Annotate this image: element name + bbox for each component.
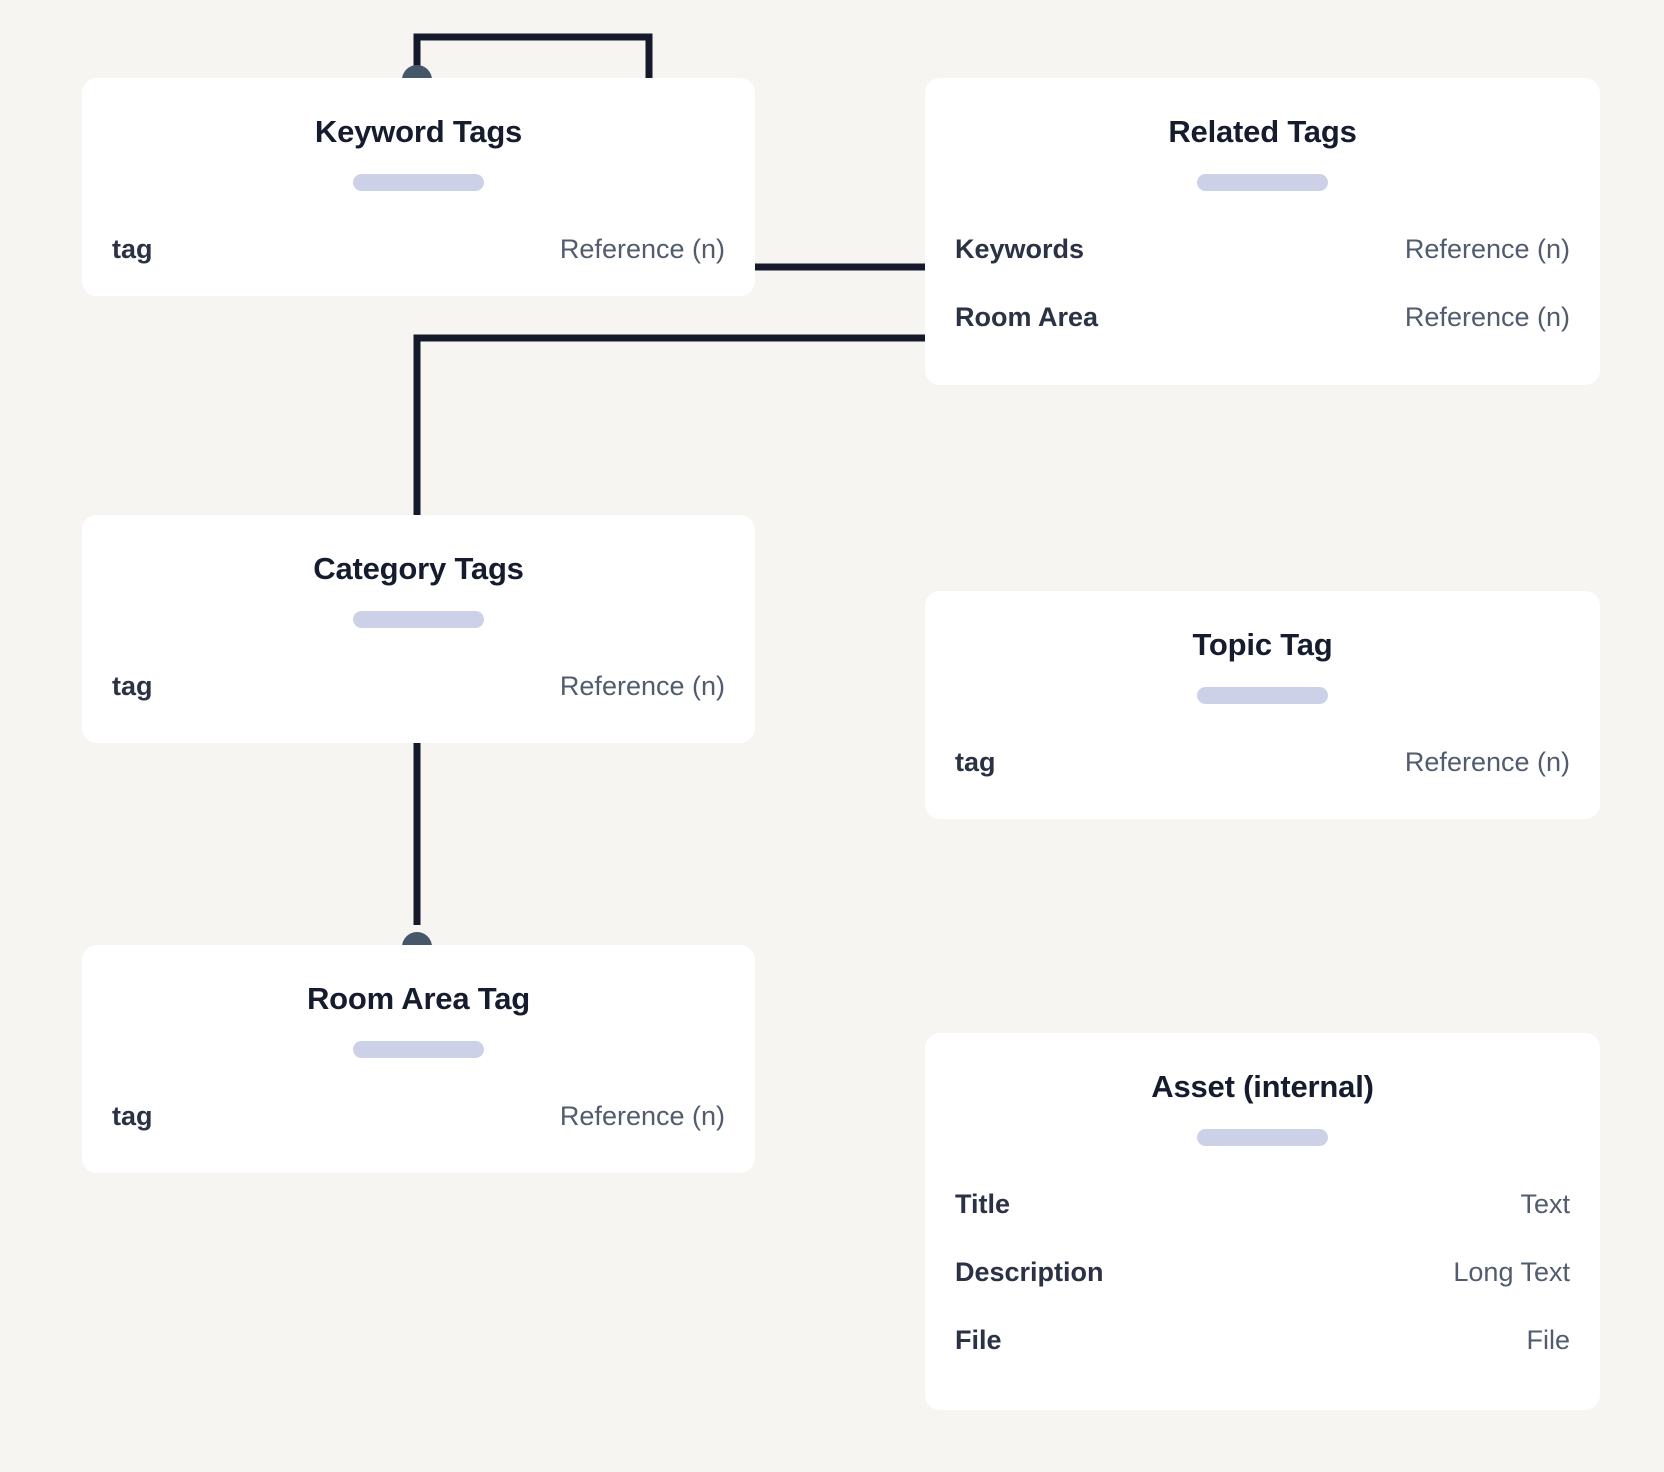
card-pill-badge [1197, 687, 1328, 704]
field-name: File [955, 1325, 1002, 1355]
field-name: Description [955, 1257, 1104, 1287]
edge-related-roomarea-to-category [413, 334, 925, 515]
card-title: Keyword Tags [314, 114, 523, 149]
field-name: tag [112, 234, 153, 264]
field-row[interactable]: tag Reference (n) [112, 673, 725, 700]
field-name: Room Area [955, 302, 1099, 332]
field-name: tag [112, 671, 153, 701]
field-row[interactable]: File File [955, 1327, 1570, 1354]
field-row[interactable]: Room Area Reference (n) [955, 304, 1570, 331]
field-list: tag Reference (n) [82, 673, 755, 700]
field-row[interactable]: tag Reference (n) [112, 1103, 725, 1130]
entity-card-room-area-tag[interactable]: Room Area Tag tag Reference (n) [82, 945, 755, 1173]
entity-card-topic-tag[interactable]: Topic Tag tag Reference (n) [925, 591, 1600, 819]
field-list: Keywords Reference (n) Room Area Referen… [925, 236, 1600, 331]
field-row[interactable]: Keywords Reference (n) [955, 236, 1570, 263]
card-pill-badge [353, 611, 484, 628]
edge-keyword-self [413, 33, 653, 78]
entity-card-keyword-tags[interactable]: Keyword Tags tag Reference (n) [82, 78, 755, 296]
field-type: File [1526, 1325, 1570, 1355]
card-pill-badge [353, 1041, 484, 1058]
field-type: Reference (n) [1404, 234, 1570, 264]
field-name: tag [112, 1101, 153, 1131]
field-list: tag Reference (n) [925, 749, 1600, 776]
field-type: Long Text [1453, 1257, 1570, 1287]
field-type: Reference (n) [1404, 747, 1570, 777]
card-title: Related Tags [1168, 114, 1357, 149]
card-pill-badge [353, 174, 484, 191]
field-row[interactable]: Title Text [955, 1191, 1570, 1218]
field-row[interactable]: Description Long Text [955, 1259, 1570, 1286]
field-name: tag [955, 747, 996, 777]
card-title: Room Area Tag [306, 981, 531, 1016]
field-list: Title Text Description Long Text File Fi… [925, 1191, 1600, 1354]
field-name: Title [955, 1189, 1011, 1219]
card-title: Asset (internal) [1151, 1069, 1374, 1104]
field-list: tag Reference (n) [82, 236, 755, 263]
field-type: Text [1520, 1189, 1570, 1219]
field-row[interactable]: tag Reference (n) [112, 236, 725, 263]
entity-card-related-tags[interactable]: Related Tags Keywords Reference (n) Room… [925, 78, 1600, 385]
field-type: Reference (n) [559, 234, 725, 264]
field-type: Reference (n) [559, 1101, 725, 1131]
field-type: Reference (n) [1404, 302, 1570, 332]
entity-card-category-tags[interactable]: Category Tags tag Reference (n) [82, 515, 755, 743]
card-pill-badge [1197, 1129, 1328, 1146]
field-type: Reference (n) [559, 671, 725, 701]
entity-card-asset-internal[interactable]: Asset (internal) Title Text Description … [925, 1033, 1600, 1410]
card-title: Category Tags [313, 551, 524, 586]
field-list: tag Reference (n) [82, 1103, 755, 1130]
card-title: Topic Tag [1192, 627, 1333, 662]
card-pill-badge [1197, 174, 1328, 191]
field-name: Keywords [955, 234, 1085, 264]
field-row[interactable]: tag Reference (n) [955, 749, 1570, 776]
